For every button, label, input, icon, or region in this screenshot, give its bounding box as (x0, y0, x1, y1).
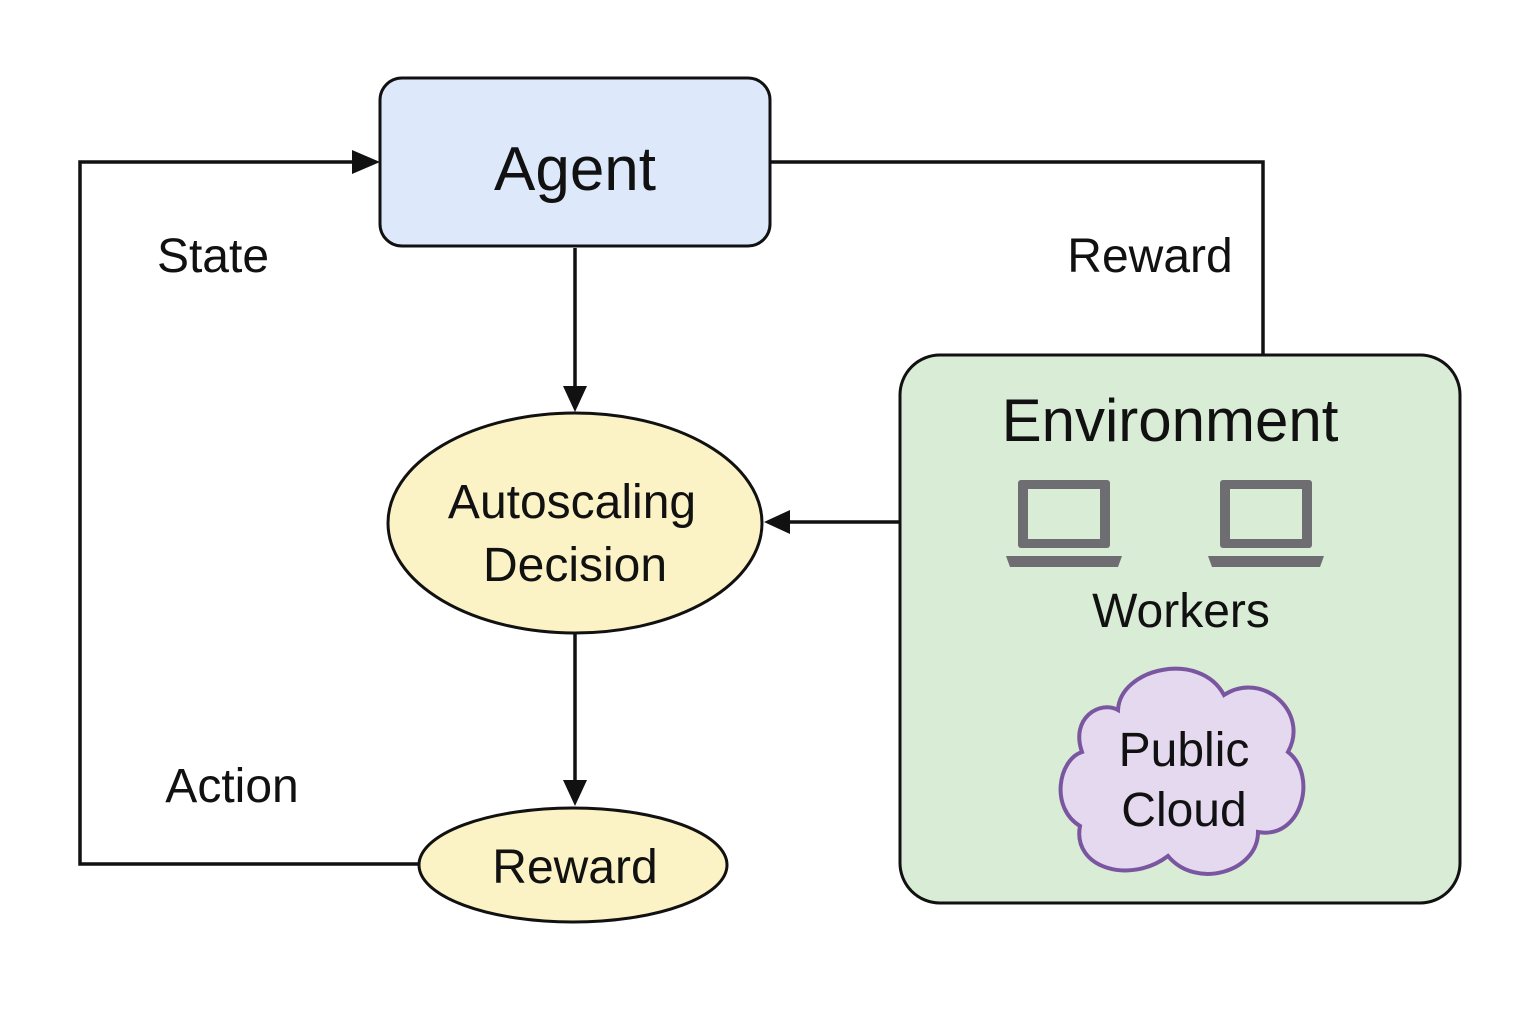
agent-label: Agent (494, 135, 656, 204)
cloud-label-line1: Public (1119, 724, 1250, 777)
state-edge-label: State (157, 230, 269, 283)
laptop-icon (1006, 480, 1122, 567)
reward-node-label: Reward (492, 841, 657, 894)
environment-to-decision-arrowhead (764, 510, 790, 534)
environment-label: Environment (1002, 387, 1339, 454)
public-cloud: Public Cloud (1058, 666, 1306, 876)
cloud-label-line2: Cloud (1121, 784, 1246, 837)
agent-node: Agent (378, 76, 772, 248)
reward-ellipse (417, 806, 729, 924)
cloud-icon (1058, 666, 1306, 876)
decision-node: Autoscaling Decision (386, 411, 764, 635)
laptop-icon (1208, 480, 1324, 567)
decision-label-line2: Decision (483, 539, 667, 592)
action-edge-label: Action (165, 760, 298, 813)
state-action-loop-edge (78, 160, 420, 866)
reward-node: Reward (417, 806, 729, 924)
decision-ellipse (386, 411, 764, 635)
environment-node: Environment Workers Public Cloud (898, 353, 1462, 905)
reward-edge-label: Reward (1067, 230, 1232, 283)
decision-to-reward-arrowhead (563, 780, 587, 806)
decision-label-line1: Autoscaling (448, 476, 696, 529)
workers-label: Workers (1092, 585, 1270, 638)
state-arrowhead (352, 150, 380, 174)
agent-box (378, 76, 772, 248)
reward-edge-agent-environment (770, 160, 1265, 355)
agent-to-decision-arrowhead (563, 386, 587, 412)
